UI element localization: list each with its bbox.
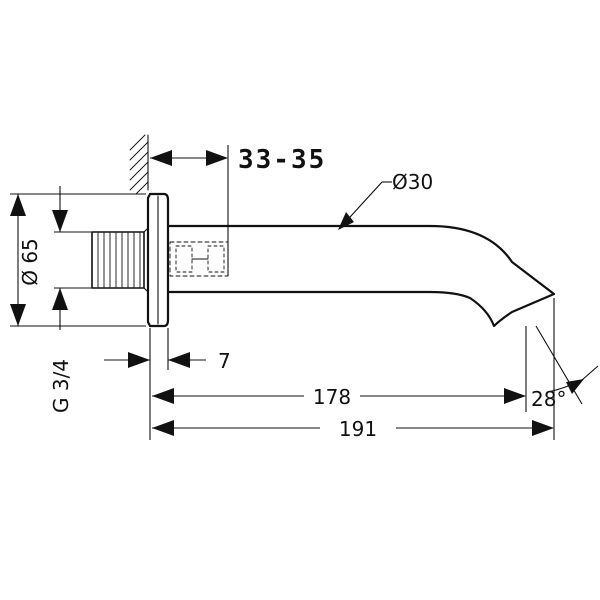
internal-fitting <box>169 241 229 277</box>
rosette-diameter-label: Ø 65 <box>18 238 42 286</box>
wall-offset-label: 33-35 <box>238 145 326 175</box>
projection-short-label: 178 <box>313 385 351 409</box>
dim-thread: G 3/4 <box>49 186 92 413</box>
outlet-angle-label: 28° <box>531 387 566 411</box>
dim-rosette-depth: 7 <box>104 328 231 440</box>
dim-rosette-diameter: Ø 65 <box>10 193 146 327</box>
threaded-connector <box>91 231 145 289</box>
dim-projection-short: 178 <box>152 326 527 412</box>
rosette-depth-label: 7 <box>218 349 231 373</box>
projection-total-label: 191 <box>339 417 377 441</box>
spout-diameter-label: Ø30 <box>392 170 433 194</box>
dim-wall-offset: 33-35 <box>150 145 326 276</box>
dim-projection-total: 191 <box>152 298 555 441</box>
dim-spout-diameter: Ø30 <box>338 170 433 230</box>
dim-outlet-angle: 28° <box>531 325 599 411</box>
rosette <box>143 192 170 328</box>
wall <box>129 134 149 195</box>
spout <box>166 224 556 328</box>
thread-label: G 3/4 <box>49 359 73 413</box>
